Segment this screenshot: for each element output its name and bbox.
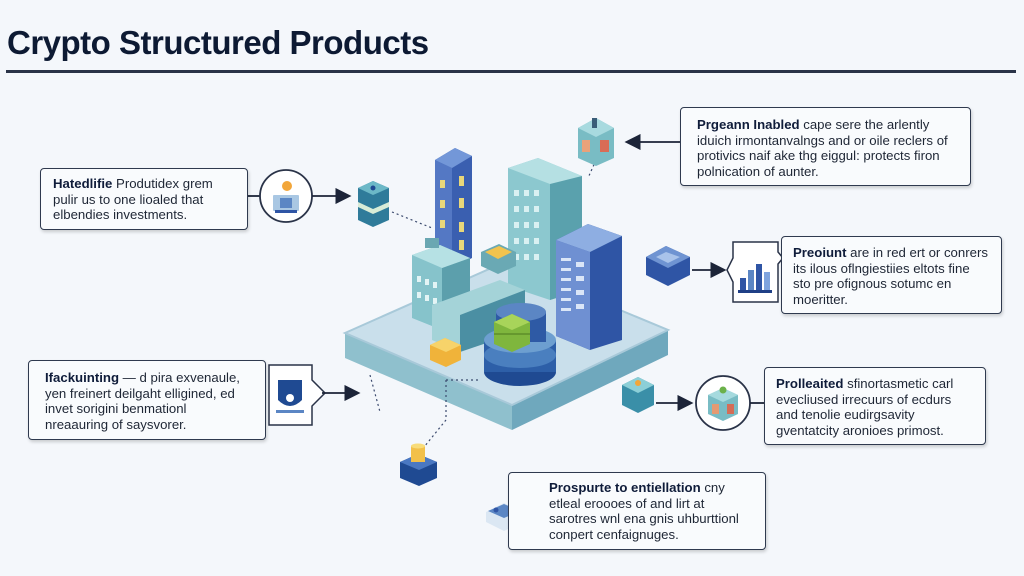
dotted-connectors xyxy=(369,159,597,453)
title-divider xyxy=(6,70,1016,73)
shield-badge[interactable] xyxy=(268,364,327,426)
gift-cube-circle-node[interactable] xyxy=(695,375,751,431)
page-title: Crypto Structured Products xyxy=(7,24,429,61)
coin-stack-node[interactable] xyxy=(400,443,437,487)
green-token xyxy=(494,314,530,352)
qr-tile-node[interactable] xyxy=(646,246,690,286)
callout-text: cny etleal eroooes of and lirt at sarotr… xyxy=(549,480,739,542)
callout-mid-left: Ifackuinting — d pira exvenaule, yen fre… xyxy=(28,360,266,440)
callout-top-right: Prgeann Inabled cape sere the arlently i… xyxy=(680,107,971,186)
callout-lead: Prgeann Inabled xyxy=(697,117,800,132)
callout-text: Produtidex grem pulir us to one lioaled … xyxy=(53,176,213,222)
callout-text: sfinortasmetic carl evecliused irrecuurs… xyxy=(776,376,954,438)
callout-lead: Preoiunt xyxy=(793,245,847,260)
tower-left xyxy=(435,148,472,268)
callout-lead: Ifackuinting xyxy=(45,370,119,385)
gold-roof-token xyxy=(481,244,516,274)
callout-lower-right: Prolleaited sfinortasmetic carl eveclius… xyxy=(764,367,986,445)
teal-cube-node[interactable] xyxy=(358,181,389,227)
callout-lead: Prolleaited xyxy=(776,376,844,391)
callout-text: — d pira exvenaule, yen freinert deilgah… xyxy=(45,370,240,432)
callout-text: cape sere the arlently iduich irmontanva… xyxy=(697,117,948,179)
callout-top-left: Hatedlifie Produtidex grem pulir us to o… xyxy=(40,168,248,230)
teal-cube-node-lower[interactable] xyxy=(622,377,654,413)
cheese-token xyxy=(430,338,461,367)
tablet-circle-node[interactable] xyxy=(259,169,313,223)
callout-bottom: Prospurte to entiellation cny etleal ero… xyxy=(508,472,766,550)
callout-lead: Hatedlifie xyxy=(53,176,113,191)
tower-right xyxy=(556,224,622,350)
bar-chart-badge[interactable] xyxy=(726,241,784,303)
callout-mid-right: Preoiunt are in red ert or conrers its i… xyxy=(781,236,1002,314)
callout-lead: Prospurte to entiellation xyxy=(549,480,701,495)
callout-text: are in red ert or conrers its ilous ofln… xyxy=(793,245,988,307)
tablet-cube-node[interactable] xyxy=(578,118,614,166)
